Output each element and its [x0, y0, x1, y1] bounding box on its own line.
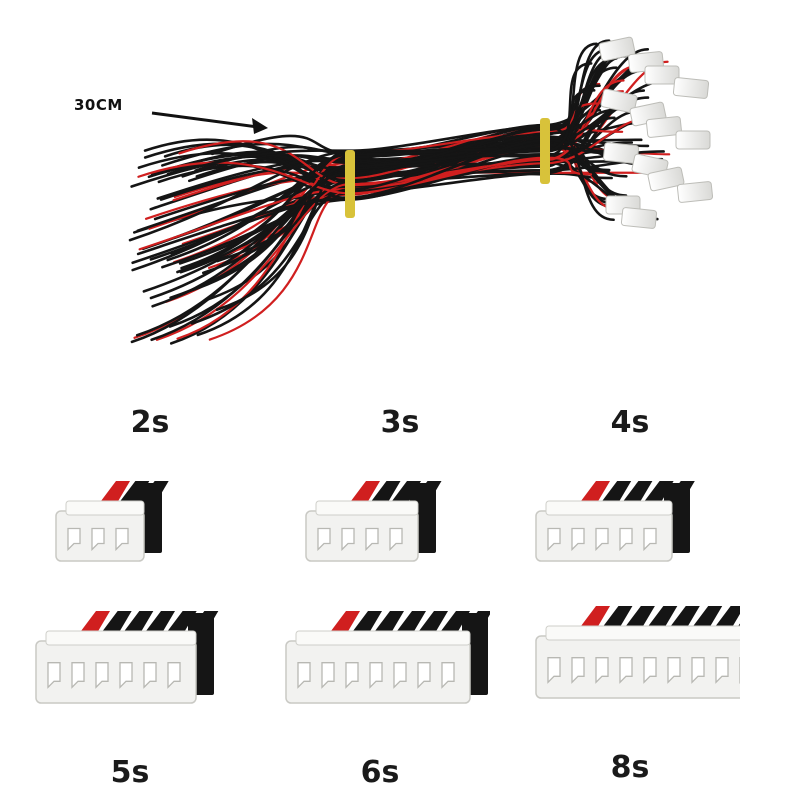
- pin-slot: [691, 657, 705, 684]
- connector-plug: [676, 181, 714, 203]
- pin-slot: [417, 662, 431, 689]
- connector-plug: [620, 207, 658, 229]
- connector-top-ridge: [45, 630, 197, 646]
- connector-plug: [598, 36, 636, 62]
- pin-slot: [595, 657, 609, 684]
- black-wire: [215, 79, 666, 312]
- connector-label: 4s: [610, 405, 650, 440]
- connector-plugs: [598, 36, 714, 229]
- arrow-head-icon: [252, 118, 268, 134]
- pin-slot: [67, 527, 81, 552]
- pin-slot: [71, 662, 85, 689]
- pin-slot: [389, 527, 403, 552]
- pin-slot: [341, 527, 355, 552]
- connector-8s-image: [535, 606, 740, 699]
- connector-5s-image: [35, 611, 219, 704]
- pin-slot: [95, 662, 109, 689]
- connector-plug: [647, 166, 685, 192]
- pin-slot: [119, 662, 133, 689]
- cable-band-right: [540, 118, 550, 184]
- connector-label: 2s: [130, 405, 170, 440]
- wire-bundle-image: [128, 36, 714, 345]
- pin-slot: [317, 527, 331, 552]
- pin-slot: [643, 657, 657, 684]
- connector-label: 8s: [610, 750, 650, 785]
- red-wire: [178, 116, 654, 187]
- pin-slot: [167, 662, 181, 689]
- pin-slot: [345, 662, 359, 689]
- connector-housing: [535, 635, 740, 699]
- wire-strands: [128, 39, 671, 345]
- connector-label: 5s: [110, 755, 150, 790]
- black-wire: [136, 39, 611, 256]
- connector-label: 3s: [380, 405, 420, 440]
- pin-slot: [47, 662, 61, 689]
- red-wire: [137, 156, 593, 195]
- black-wire: [150, 143, 611, 342]
- pin-slot: [667, 657, 681, 684]
- connector-top-ridge: [545, 500, 673, 516]
- right-arrow-icon: [151, 111, 259, 129]
- connector-plug: [675, 130, 711, 150]
- red-wire: [155, 64, 639, 341]
- cable-band-left: [345, 150, 355, 218]
- black-wire: [130, 124, 615, 222]
- length-label: 30CM: [74, 96, 123, 114]
- connector-plug: [600, 88, 638, 114]
- black-wire: [190, 107, 625, 325]
- connector-6s-image: [285, 611, 490, 704]
- connector-2s-image: [55, 481, 169, 562]
- pin-slot: [571, 527, 585, 552]
- pin-slot: [143, 662, 157, 689]
- pin-slot: [715, 657, 729, 684]
- pin-slot: [571, 657, 585, 684]
- connector-4s-image: [535, 481, 695, 562]
- pin-slot: [321, 662, 335, 689]
- connector-3s-image: [305, 481, 442, 562]
- pin-slot: [297, 662, 311, 689]
- pin-slot: [643, 527, 657, 552]
- connector-plug: [644, 65, 680, 85]
- pin-slot: [595, 527, 609, 552]
- connector-top-ridge: [295, 630, 471, 646]
- black-wire: [188, 62, 593, 293]
- pin-slot: [619, 527, 633, 552]
- connector-top-ridge: [545, 625, 740, 641]
- pin-slot: [441, 662, 455, 689]
- pin-slot: [547, 527, 561, 552]
- connector-label: 6s: [360, 755, 400, 790]
- pin-slot: [393, 662, 407, 689]
- connector-plug: [672, 77, 710, 99]
- connector-top-ridge: [65, 500, 145, 516]
- pin-slot: [115, 527, 129, 552]
- pin-slot: [369, 662, 383, 689]
- pin-slot: [547, 657, 561, 684]
- connector-top-ridge: [315, 500, 419, 516]
- pin-slot: [365, 527, 379, 552]
- pin-slot: [91, 527, 105, 552]
- black-wire: [131, 138, 648, 265]
- red-wire: [176, 102, 599, 340]
- pin-slot: [619, 657, 633, 684]
- connector-plug: [645, 116, 683, 138]
- black-wire: [128, 96, 650, 242]
